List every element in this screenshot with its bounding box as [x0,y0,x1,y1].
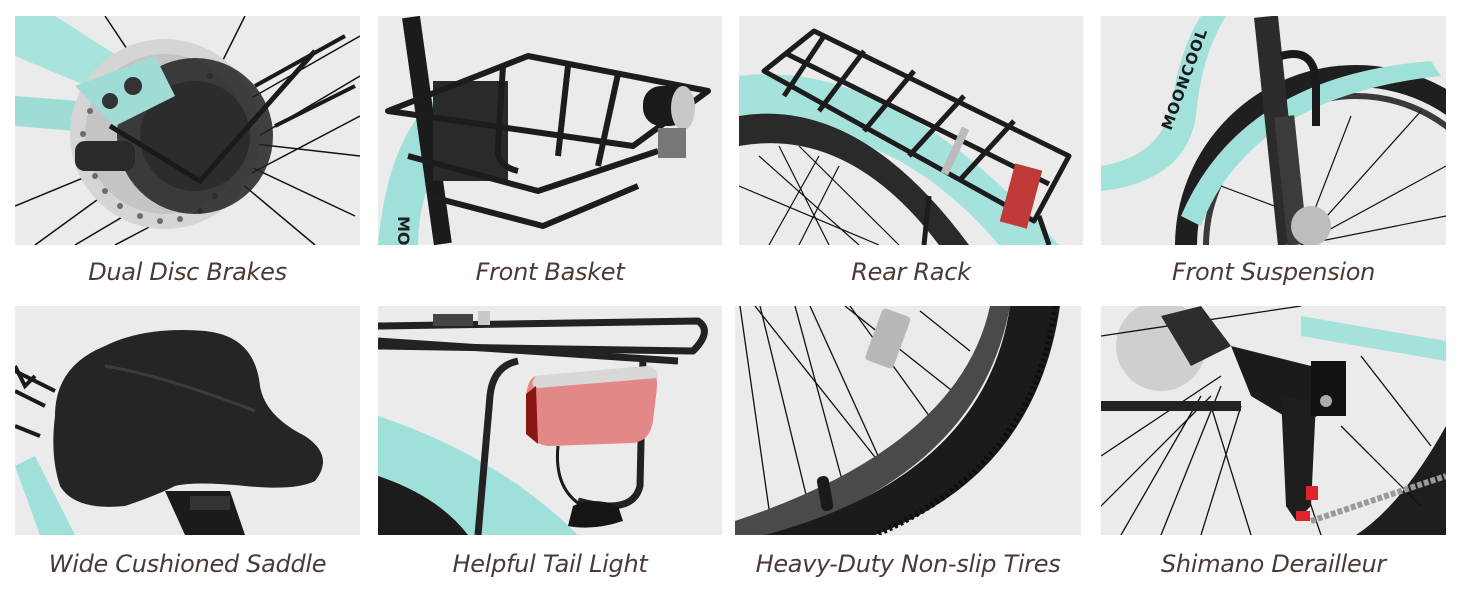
disc-brake-illustration [15,16,360,245]
feature-image-front-suspension: MOONCOOL [1101,16,1446,245]
feature-caption: Front Suspension [1171,258,1376,286]
feature-image-front-basket: MOONCOOL [378,16,722,245]
feature-image-shimano-derailleur [1101,306,1446,535]
feature-image-helpful-tail-light [378,306,722,535]
feature-caption: Helpful Tail Light [452,550,648,578]
feature-caption: Shimano Derailleur [1161,550,1386,578]
feature-image-heavy-duty-non-slip-tires [735,306,1081,535]
brand-logo-text: MOONCOOL [394,216,413,245]
feature-image-wide-cushioned-saddle [15,306,360,535]
front-basket-illustration: MOONCOOL [378,16,711,245]
front-suspension-illustration: MOONCOOL [1101,16,1446,245]
feature-caption: Dual Disc Brakes [88,258,287,286]
feature-caption: Front Basket [475,258,625,286]
derailleur-illustration [1101,306,1446,535]
feature-image-dual-disc-brakes [15,16,360,245]
tail-light-illustration [378,311,708,535]
feature-image-rear-rack [739,16,1083,245]
feature-caption: Rear Rack [851,258,971,286]
feature-caption: Wide Cushioned Saddle [48,550,327,578]
tire-illustration [735,306,1060,535]
feature-caption: Heavy-Duty Non-slip Tires [755,550,1061,578]
rear-rack-illustration [739,28,1072,245]
saddle-illustration [15,330,323,535]
